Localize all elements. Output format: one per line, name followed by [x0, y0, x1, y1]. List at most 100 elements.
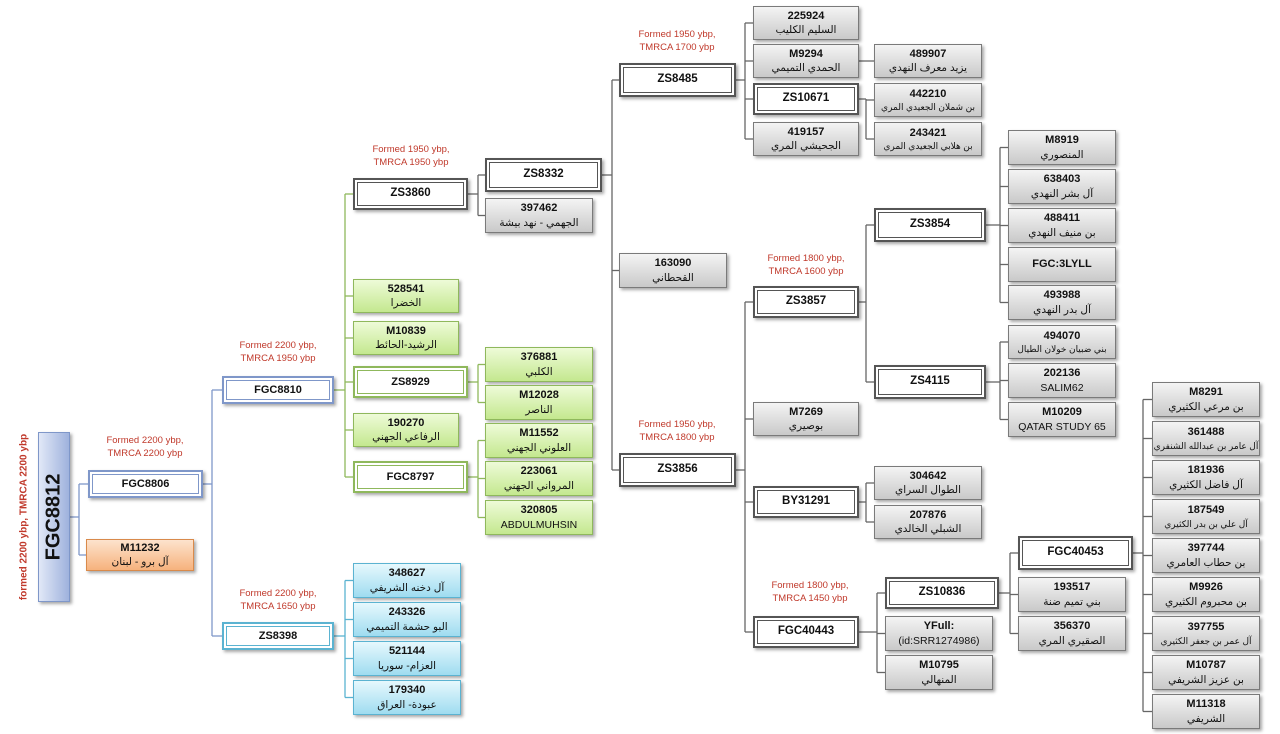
node-code: 179340 [388, 684, 426, 697]
node-name: المنهالي [921, 673, 957, 686]
node-code: M8919 [1045, 134, 1079, 147]
node-zs10836: ZS10836 [885, 577, 999, 609]
node-code: BY31291 [782, 495, 830, 508]
node-name: الكلبي [525, 365, 553, 378]
node-code: M7269 [789, 405, 823, 418]
node-code: ZS8485 [657, 73, 698, 86]
node-zs8398: ZS8398 [222, 622, 334, 650]
node-by31291: BY31291 [753, 486, 859, 518]
node-name: بوصيري [788, 420, 824, 433]
node-code: M10839 [386, 324, 426, 337]
node-code: 193517 [1053, 581, 1091, 594]
node-code: 419157 [787, 125, 825, 138]
age-annotation-zs8398: Formed 2200 ybp,TMRCA 1650 ybp [239, 588, 316, 614]
node-n419157: 419157 الجحيشي المري [753, 122, 859, 156]
node-code: ZS3857 [785, 295, 827, 308]
node-code: 243421 [909, 126, 947, 139]
age-annotation-line: Formed 2200 ybp, [239, 588, 317, 599]
node-name: بني ضبيان خولان الطيال [1017, 344, 1107, 355]
age-annotation-line: TMRCA 1950 ybp [240, 352, 316, 364]
node-code: 356370 [1053, 620, 1091, 633]
node-name: العزام- سوريا [377, 659, 437, 672]
node-code: 489907 [909, 47, 947, 60]
node-name: العلوني الجهني [506, 441, 572, 454]
node-zs3854: ZS3854 [874, 208, 986, 242]
node-fgc40443: FGC40443 [753, 616, 859, 648]
node-fgc40453: FGC40453 [1018, 536, 1133, 570]
node-n187549: 187549 آل علي بن بدر الكثيري [1152, 499, 1260, 534]
node-name: بن عزيز الشريفي [1168, 673, 1244, 686]
age-annotation-fgc8806: Formed 2200 ybp,TMRCA 2200 ybp [106, 435, 183, 461]
node-name: الجحيشي المري [770, 140, 842, 153]
node-code: M11232 [120, 541, 160, 554]
node-code: 223061 [520, 465, 558, 478]
node-code: FGC:3LYLL [1032, 258, 1092, 271]
node-m7269: M7269 بوصيري [753, 402, 859, 436]
node-name: آل فاضل الكثيري [1169, 478, 1243, 491]
node-code: 442210 [909, 87, 947, 100]
node-name: آل بشر النهدي [1030, 187, 1094, 200]
node-name: بن محبروم الكثيري [1165, 595, 1247, 608]
age-annotation-line: TMRCA 1600 ybp [768, 265, 844, 277]
node-code: 187549 [1187, 504, 1225, 516]
age-annotation-line: Formed 2200 ybp, [239, 340, 317, 351]
node-code: FGC40453 [1047, 546, 1104, 559]
age-annotation-line: TMRCA 1700 ybp [639, 41, 715, 53]
node-name: بن منيف النهدي [1028, 226, 1096, 239]
node-code: YFull: [923, 620, 955, 633]
node-code: M9926 [1189, 581, 1223, 594]
node-name: آل عمر بن جعفر الكثيري [1160, 635, 1252, 646]
node-name: عبودة- العراق [377, 698, 437, 711]
node-name: آل علي بن بدر الكثيري [1164, 518, 1248, 529]
node-code: 207876 [909, 508, 947, 521]
node-name: بني تميم ضنة [1043, 595, 1101, 608]
node-code: ZS8332 [523, 168, 564, 181]
node-name: بن شملان الجعيدي المري [881, 102, 975, 113]
age-annotation-zs3857: Formed 1800 ybp,TMRCA 1600 ybp [767, 253, 844, 279]
node-name: (id:SRR1274986) [898, 634, 980, 647]
age-annotation-line: TMRCA 1450 ybp [772, 592, 848, 604]
node-name: الطوال السراي [894, 484, 962, 497]
node-code: 488411 [1043, 212, 1081, 225]
node-zs8929: ZS8929 [353, 366, 468, 398]
node-fgc3lyll: FGC:3LYLL [1008, 247, 1116, 282]
node-code: 190270 [387, 416, 425, 429]
node-code: 494070 [1043, 329, 1081, 342]
node-code: ZS10671 [782, 92, 830, 105]
age-annotation-line: Formed 1800 ybp, [771, 580, 849, 591]
age-annotation-zs3856: Formed 1950 ybp,TMRCA 1800 ybp [638, 419, 715, 445]
age-annotation-line: TMRCA 1950 ybp [373, 156, 449, 168]
node-code: ZS8398 [258, 629, 298, 642]
age-annotation-line: TMRCA 1800 ybp [639, 431, 715, 443]
node-zs8485: ZS8485 [619, 63, 736, 97]
node-code: M12028 [519, 389, 559, 402]
root-haplogroup-fgc8812: FGC8812 [38, 432, 70, 602]
node-fgc8810: FGC8810 [222, 376, 334, 404]
age-annotation-line: TMRCA 1650 ybp [240, 600, 316, 612]
node-name: آل بدر النهدي [1033, 303, 1091, 316]
age-annotation-line: Formed 1800 ybp, [767, 253, 845, 264]
root-age-note: formed 2200 ybp, TMRCA 2200 ybp [18, 433, 30, 601]
node-name: QATAR STUDY 65 [1018, 420, 1106, 433]
node-code: 163090 [654, 257, 692, 270]
node-name: يزيد معرف النهدي [888, 62, 968, 75]
node-code: 202136 [1043, 367, 1081, 380]
node-fgc8806: FGC8806 [88, 470, 203, 498]
